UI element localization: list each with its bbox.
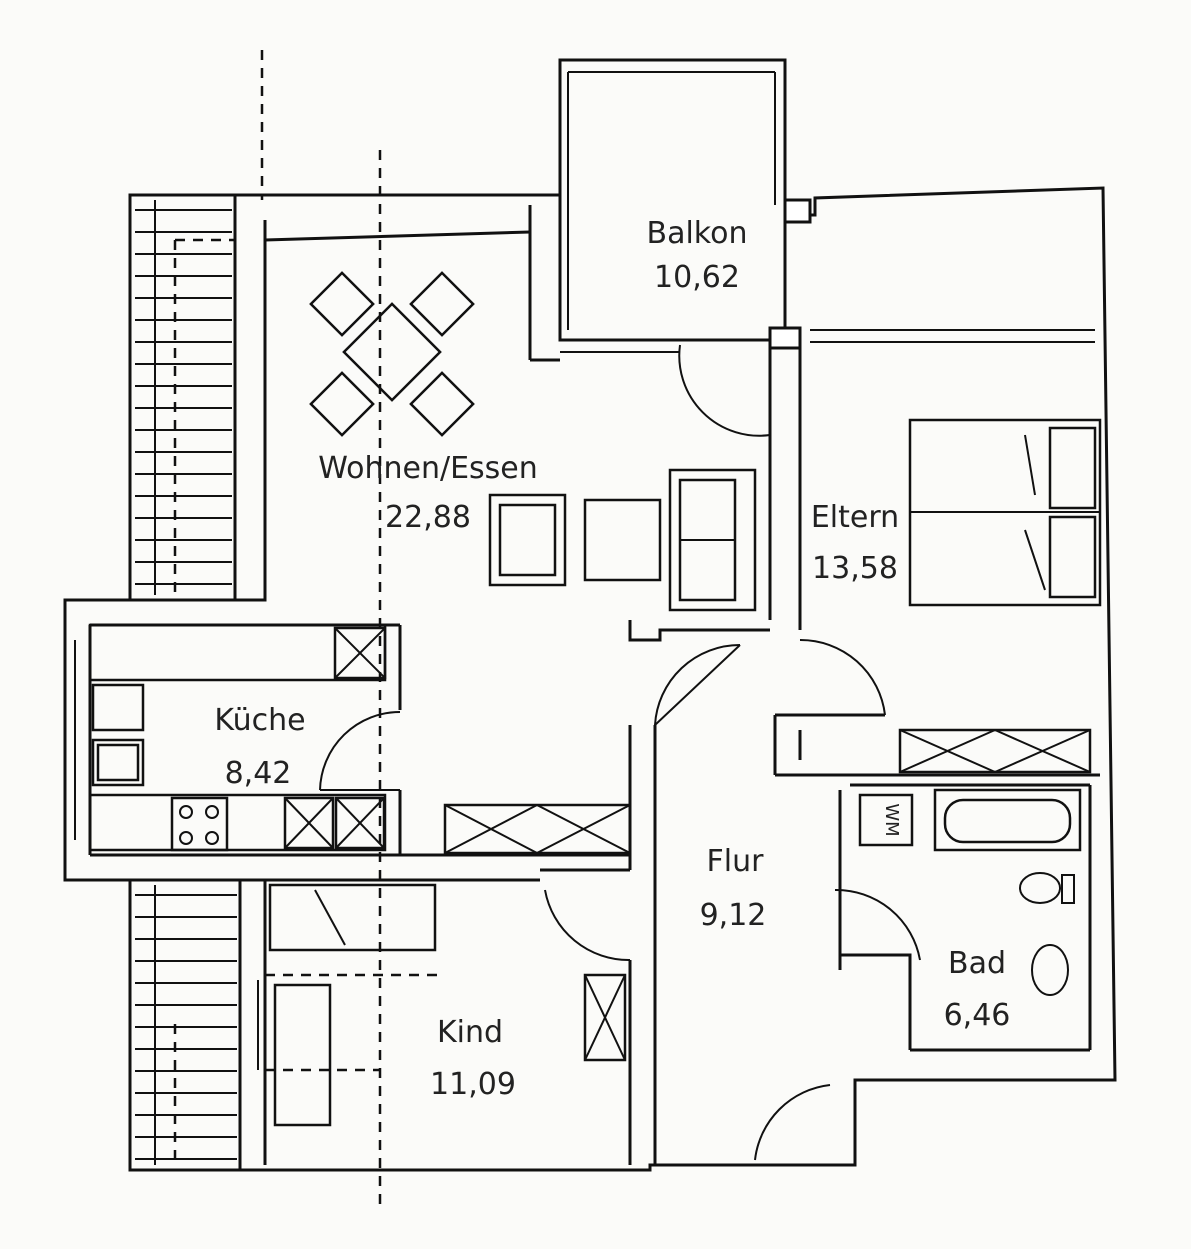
room-area-kind: 11,09 bbox=[430, 1067, 516, 1102]
sofa-set bbox=[488, 468, 757, 612]
room-area-flur: 9,12 bbox=[700, 898, 767, 933]
stairs-bottom bbox=[128, 878, 242, 1172]
room-name-kind: Kind bbox=[437, 1015, 503, 1050]
room-area-balkon: 10,62 bbox=[654, 260, 740, 295]
wardrobe-eltern bbox=[898, 728, 1092, 774]
room-area-bad: 6,46 bbox=[944, 998, 1011, 1033]
room-name-bad: Bad bbox=[948, 946, 1006, 981]
room-area-wohnen: 22,88 bbox=[385, 500, 471, 535]
hallway-walls bbox=[540, 638, 1100, 1165]
balcony bbox=[558, 58, 812, 353]
room-name-eltern: Eltern bbox=[811, 500, 899, 535]
double-bed bbox=[908, 418, 1102, 607]
bathroom bbox=[850, 783, 1092, 1052]
dining-table bbox=[309, 271, 475, 437]
room-area-eltern: 13,58 bbox=[812, 551, 898, 586]
kitchen-walls bbox=[63, 598, 630, 882]
washing-machine-label: WM bbox=[881, 803, 902, 836]
room-name-wohnen: Wohnen/Essen bbox=[318, 451, 538, 486]
room-name-balkon: Balkon bbox=[647, 216, 748, 251]
room-name-flur: Flur bbox=[707, 844, 765, 879]
room-area-kueche: 8,42 bbox=[225, 756, 292, 791]
room-name-kueche: Küche bbox=[214, 703, 305, 738]
kids-room bbox=[257, 878, 627, 1165]
stairs-top bbox=[128, 193, 237, 602]
